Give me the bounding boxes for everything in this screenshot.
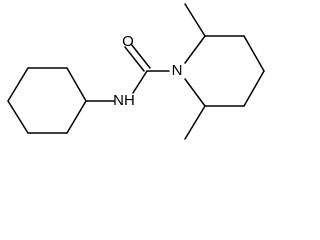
carbonyl-double-bond	[124, 43, 151, 72]
lower-methyl-bond	[184, 105, 206, 140]
cyclohexyl-bond	[66, 67, 87, 102]
oxygen-atom-label: O	[122, 33, 134, 50]
amide-nh-label: NH	[113, 92, 135, 109]
piperidine-ring	[184, 35, 265, 107]
molecule-structure: O NH N	[7, 3, 265, 140]
piperidine-bond	[184, 78, 206, 107]
cyclohexyl-bond	[66, 100, 87, 134]
piperidine-bond	[184, 35, 206, 64]
carbonyl-bond-line	[130, 43, 151, 69]
piperidine-bond	[243, 35, 265, 72]
cyclohexyl-bond	[7, 67, 29, 102]
piperidine-bond	[243, 70, 265, 107]
ring-nitrogen-label: N	[172, 62, 183, 79]
cyclohexyl-ring	[7, 67, 87, 134]
cyclohexyl-bond	[7, 100, 29, 134]
carbonyl-bond-line	[124, 46, 145, 72]
nh-carbonyl-bond	[132, 70, 148, 94]
upper-methyl-bond	[184, 3, 206, 37]
